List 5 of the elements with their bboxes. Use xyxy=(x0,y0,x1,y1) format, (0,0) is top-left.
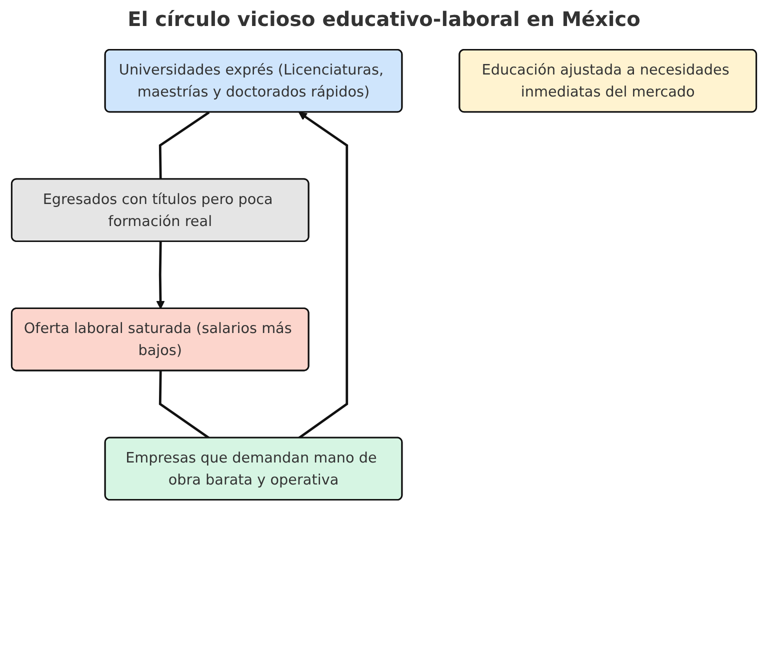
arrow xyxy=(156,242,165,310)
diagram-title: El círculo vicioso educativo-laboral en México xyxy=(128,6,640,32)
arrow xyxy=(298,112,348,439)
connector xyxy=(158,370,210,440)
connector xyxy=(158,111,210,180)
